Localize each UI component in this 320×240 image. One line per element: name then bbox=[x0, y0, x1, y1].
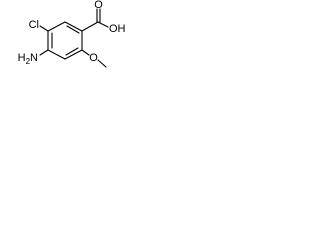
structure-diagram: O OH Cl H2N O bbox=[18, 0, 126, 68]
ring-to-chlorine-bond bbox=[39, 25, 49, 32]
carbon-to-hydroxyl-bond bbox=[97, 21, 109, 28]
oxygen-to-methyl-bond bbox=[97, 59, 107, 68]
hydroxyl-label: OH bbox=[109, 23, 126, 35]
amino-group: H2N bbox=[18, 49, 49, 66]
methoxy-oxygen-label: O bbox=[89, 52, 98, 64]
amino-hydrogen-label: H bbox=[18, 52, 26, 64]
methoxy-group: O bbox=[81, 49, 107, 68]
benzene-ring bbox=[47, 21, 83, 60]
chlorine-label: Cl bbox=[29, 19, 39, 31]
amino-subscript-label: 2 bbox=[26, 57, 31, 66]
ring-to-nitrogen-bond bbox=[39, 49, 49, 56]
ring-bond-3 bbox=[64, 49, 83, 60]
ring-bond-1 bbox=[64, 21, 83, 32]
carboxylic-acid-group: O OH bbox=[81, 0, 126, 35]
ring-to-oxygen-bond bbox=[81, 49, 90, 56]
ring-to-carbonyl-bond bbox=[81, 21, 99, 32]
amino-nitrogen-label: N bbox=[30, 52, 38, 64]
ring-bond-6 bbox=[47, 21, 66, 32]
ring-double-bond-2 bbox=[65, 47, 79, 56]
carbonyl-oxygen-label: O bbox=[94, 0, 103, 11]
ring-bond-4 bbox=[47, 49, 66, 60]
amino-label: H2N bbox=[18, 52, 38, 66]
chloro-group: Cl bbox=[29, 19, 49, 32]
ring-double-bond-1 bbox=[66, 25, 80, 34]
